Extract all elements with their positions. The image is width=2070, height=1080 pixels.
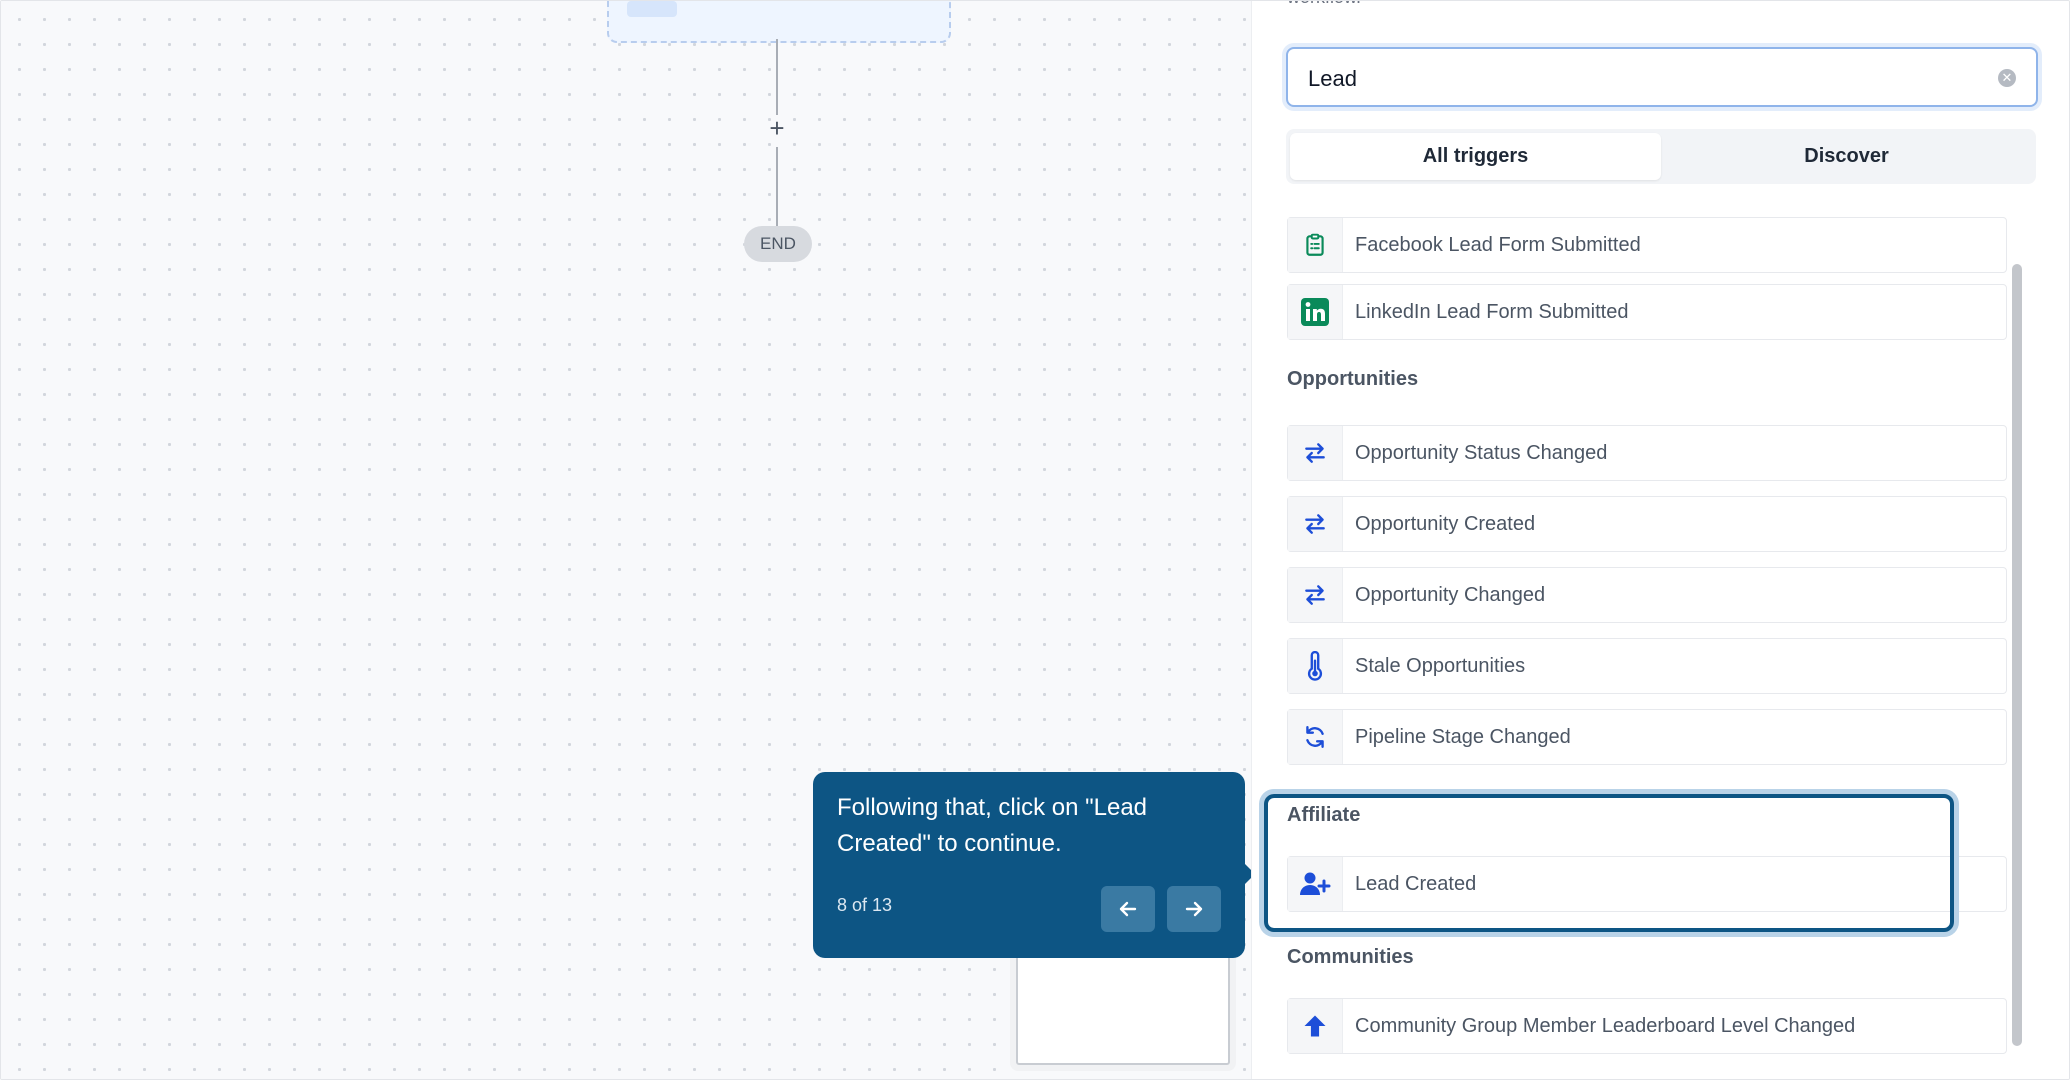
trigger-item-label: LinkedIn Lead Form Submitted <box>1355 300 1629 323</box>
trigger-item-pipeline-stage-changed[interactable]: Pipeline Stage Changed <box>1287 709 2007 765</box>
panel-description: workflow. <box>1287 1 1361 8</box>
tooltip-message: Following that, click on "Lead Created" … <box>837 794 1148 857</box>
trigger-item-linkedin-lead-form[interactable]: LinkedIn Lead Form Submitted <box>1287 284 2007 340</box>
tooltip-prev-button[interactable] <box>1101 886 1155 932</box>
end-node: END <box>744 226 812 262</box>
connector-line-bottom <box>776 147 778 227</box>
add-step-button[interactable]: + <box>769 113 785 143</box>
section-heading-opportunities: Opportunities <box>1287 368 1419 390</box>
arrow-up-icon <box>1288 999 1343 1053</box>
connector-line-top <box>776 39 778 115</box>
trigger-item-label: Community Group Member Leaderboard Level… <box>1355 1014 1856 1037</box>
trigger-item-opportunity-status-changed[interactable]: Opportunity Status Changed <box>1287 425 2007 481</box>
trigger-item-opportunity-changed[interactable]: Opportunity Changed <box>1287 567 2007 623</box>
linkedin-icon <box>1288 285 1343 339</box>
panel-scrollbar[interactable] <box>2008 204 2024 1052</box>
trigger-item-label: Opportunity Status Changed <box>1355 441 1608 464</box>
trigger-item-stale-opportunities[interactable]: Stale Opportunities <box>1287 638 2007 694</box>
trigger-tabs: All triggers Discover <box>1286 129 2036 184</box>
trigger-panel: workflow. Lead ✕ All triggers Discover F… <box>1251 1 2069 1079</box>
arrow-left-icon <box>1119 901 1137 917</box>
trigger-item-lead-created[interactable]: Lead Created <box>1287 856 2007 912</box>
trigger-item-label: Opportunity Changed <box>1355 583 1546 606</box>
trigger-item-facebook-lead-form[interactable]: Facebook Lead Form Submitted <box>1287 217 2007 273</box>
thermometer-icon <box>1288 639 1343 693</box>
trigger-node[interactable] <box>607 1 951 43</box>
trigger-item-label: Pipeline Stage Changed <box>1355 725 1571 748</box>
trigger-list: Facebook Lead Form Submitted LinkedIn Le… <box>1287 204 2007 1064</box>
clipboard-icon <box>1288 218 1343 272</box>
trigger-node-chip <box>627 1 677 17</box>
trigger-item-label: Facebook Lead Form Submitted <box>1355 233 1641 256</box>
tooltip-next-button[interactable] <box>1167 886 1221 932</box>
trigger-item-label: Lead Created <box>1355 872 1477 895</box>
clear-search-icon[interactable]: ✕ <box>1998 69 2016 87</box>
tab-all-triggers[interactable]: All triggers <box>1290 133 1661 180</box>
arrows-swap-icon <box>1288 568 1343 622</box>
trigger-item-label: Opportunity Created <box>1355 512 1536 535</box>
arrow-right-icon <box>1185 901 1203 917</box>
user-plus-icon <box>1288 857 1343 911</box>
tab-discover[interactable]: Discover <box>1804 145 1889 167</box>
trigger-item-label: Stale Opportunities <box>1355 654 1526 677</box>
refresh-icon <box>1288 710 1343 764</box>
workflow-canvas[interactable]: + END <box>1 1 1251 1079</box>
scrollbar-thumb[interactable] <box>2012 264 2022 1046</box>
search-value: Lead <box>1308 66 1357 91</box>
tooltip-pointer <box>1245 864 1255 884</box>
arrows-swap-icon <box>1288 426 1343 480</box>
trigger-item-opportunity-created[interactable]: Opportunity Created <box>1287 496 2007 552</box>
trigger-item-community-leaderboard[interactable]: Community Group Member Leaderboard Level… <box>1287 998 2007 1054</box>
guide-tooltip: Following that, click on "Lead Created" … <box>813 772 1255 958</box>
arrows-swap-icon <box>1288 497 1343 551</box>
canvas-minimap[interactable] <box>1016 945 1230 1065</box>
section-heading-affiliate: Affiliate <box>1287 804 1361 826</box>
section-heading-communities: Communities <box>1287 946 1414 968</box>
trigger-search-input[interactable]: Lead ✕ <box>1286 47 2038 107</box>
guide-highlight-frame <box>1264 794 1954 932</box>
tooltip-step-counter: 8 of 13 <box>837 895 893 915</box>
